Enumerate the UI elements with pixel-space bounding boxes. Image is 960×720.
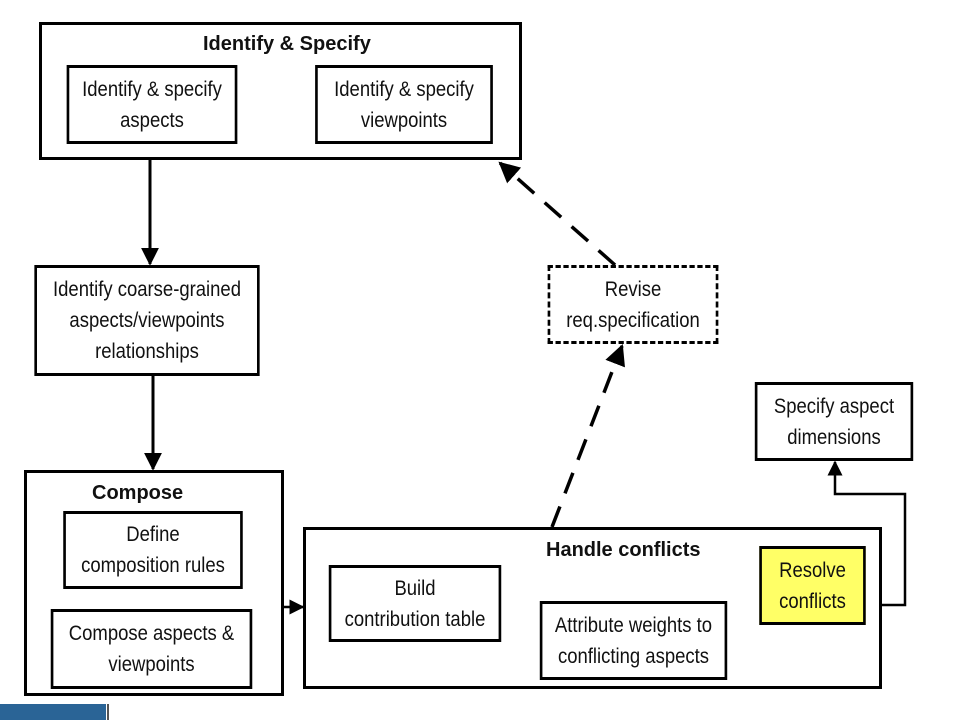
box-line: relationships: [95, 340, 199, 363]
revise-box[interactable]: Revise req.specification: [547, 265, 719, 344]
box-line: composition rules: [81, 554, 225, 577]
handle-conflicts-title: Handle conflicts: [546, 539, 701, 561]
box-line: Identify & specify: [82, 77, 222, 101]
conflicts-to-revise-dashed: [550, 344, 625, 528]
box-line: Define: [126, 523, 180, 546]
box-line: Identify coarse-grained: [53, 278, 241, 301]
box-line: conflicts: [779, 589, 846, 613]
coarse-grained-box[interactable]: Identify coarse-grained aspects/viewpoint…: [34, 265, 260, 376]
define-rules-box[interactable]: Define composition rules: [63, 511, 243, 589]
box-line: Specify aspect: [773, 394, 895, 418]
identify-aspects-box[interactable]: Identify & specify aspects: [66, 65, 238, 144]
compose-title: Compose: [92, 482, 184, 504]
revise-to-identify-dashed: [498, 161, 617, 267]
attribute-weights-box[interactable]: Attribute weights to conflicting aspects: [539, 601, 728, 680]
box-line: Attribute weights to: [554, 613, 713, 637]
box-line: viewpoints: [360, 108, 448, 132]
box-line: viewpoints: [108, 653, 195, 676]
box-line: Identify & specify: [334, 77, 474, 101]
box-line: aspects/viewpoints: [69, 309, 225, 332]
identify-specify-title: Identify & Specify: [203, 33, 371, 55]
box-line: dimensions: [787, 425, 881, 449]
compose-aspects-box[interactable]: Compose aspects & viewpoints: [50, 609, 253, 689]
specify-dimensions-box[interactable]: Specify aspect dimensions: [754, 382, 914, 461]
box-line: conflicting aspects: [557, 644, 710, 668]
box-line: req.specification: [566, 308, 700, 332]
box-line: Revise: [604, 277, 662, 301]
box-line: Build: [394, 576, 436, 600]
box-line: aspects: [120, 108, 184, 132]
resolve-conflicts-box[interactable]: Resolve conflicts: [759, 546, 866, 625]
box-line: Resolve: [779, 558, 846, 582]
footer-accent-bar: [0, 704, 106, 720]
build-table-box[interactable]: Build contribution table: [328, 565, 502, 642]
footer-divider: [107, 704, 109, 720]
box-line: contribution table: [344, 607, 486, 631]
box-line: Compose aspects &: [68, 622, 235, 645]
identify-viewpoints-box[interactable]: Identify & specify viewpoints: [315, 65, 493, 144]
